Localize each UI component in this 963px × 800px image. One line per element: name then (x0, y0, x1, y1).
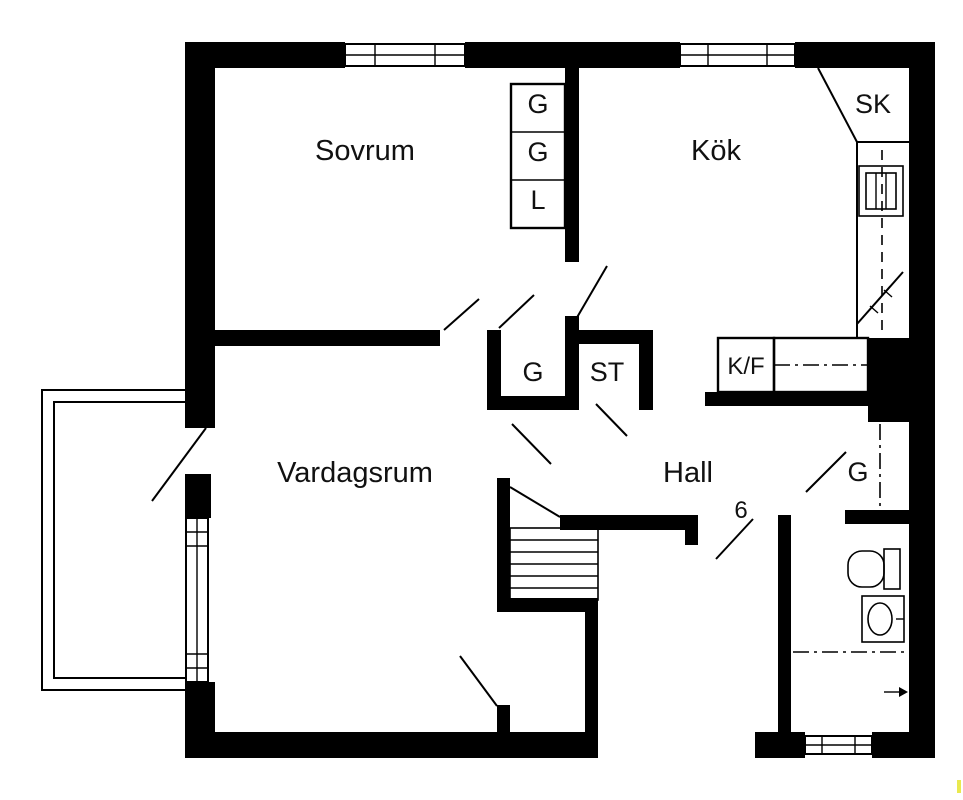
kitchen-counter (856, 142, 883, 338)
closet-label-st: ST (590, 357, 625, 387)
window-top-left (344, 43, 466, 67)
label-corner-cabinet: SK (855, 89, 891, 119)
door-swing-sovrum (443, 298, 480, 331)
room-label-sovrum: Sovrum (315, 135, 415, 167)
closet-label-l: L (530, 185, 545, 215)
wardrobe-column (509, 82, 567, 230)
scan-artifact (957, 780, 961, 793)
door-swing-entrance (715, 518, 754, 560)
door-swing-st (595, 403, 628, 437)
bathroom-sink-icon (861, 595, 905, 643)
door-arrow-icon (884, 687, 908, 697)
window-top-right (679, 43, 796, 67)
stove-icon (856, 271, 904, 325)
stairs (509, 527, 599, 601)
room-label-kok: Kök (691, 135, 741, 167)
kitchen-sink-icon (858, 165, 904, 217)
door-swing-balcony (151, 427, 207, 502)
label-apartment-number: 6 (734, 497, 747, 524)
closet-label-g2: G (527, 137, 548, 167)
door-swings (151, 265, 847, 707)
door-swing-vestibule (498, 294, 535, 329)
interior-walls (185, 68, 909, 732)
door-swing-closet-g (805, 451, 847, 493)
closet-label-g1: G (527, 89, 548, 119)
bathroom-fixtures (793, 424, 908, 697)
room-label-vardagsrum: Vardagsrum (277, 457, 433, 489)
kitchen-corner-cabinet (817, 67, 909, 143)
label-fridge-freezer: K/F (727, 353, 764, 380)
door-swing-vardagsrum-2 (509, 486, 561, 518)
labels: Sovrum Kök Vardagsrum Hall G G L G ST K/… (277, 89, 891, 524)
outer-walls (185, 42, 935, 758)
shaft-block (868, 338, 935, 422)
room-label-hall: Hall (663, 457, 713, 489)
balcony (41, 389, 185, 691)
window-bottom-right (804, 735, 873, 755)
closet-label-g-mid: G (522, 357, 543, 387)
fridge-freezer-unit (716, 336, 870, 394)
door-swing-kok (571, 265, 608, 327)
window-left (185, 517, 209, 683)
closet-label-g-bathroom: G (847, 457, 868, 487)
door-swing-vardagsrum-1 (511, 423, 552, 465)
door-swing-bottom (459, 655, 498, 707)
toilet-icon (847, 548, 901, 590)
